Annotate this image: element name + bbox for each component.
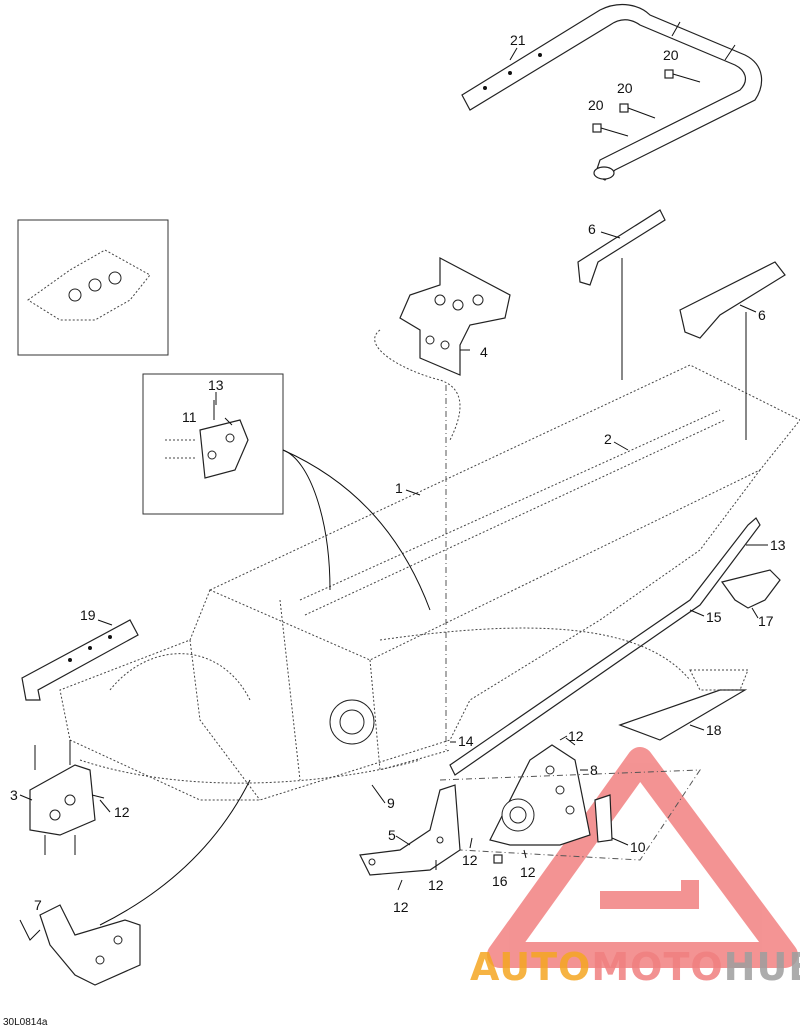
side-plate-5 xyxy=(359,784,461,876)
callout-8: 8 xyxy=(590,762,598,778)
callout-20-b: 20 xyxy=(617,80,633,96)
callout-12-b: 12 xyxy=(114,804,130,820)
callout-labels: 21 20 20 20 6 6 4 13 11 2 1 13 19 17 15 … xyxy=(3,32,786,1028)
callout-4: 4 xyxy=(480,344,488,360)
callout-10: 10 xyxy=(630,839,646,855)
callout-13-b: 13 xyxy=(770,537,786,553)
callout-12-d: 12 xyxy=(520,864,536,880)
callout-12-e: 12 xyxy=(428,877,444,893)
inset-box-reinforcement xyxy=(17,219,169,356)
bolt-20-c xyxy=(592,123,629,137)
callout-16: 16 xyxy=(492,873,508,889)
callout-18: 18 xyxy=(706,722,722,738)
callout-15: 15 xyxy=(706,609,722,625)
callout-21: 21 xyxy=(510,32,526,48)
leader-lines xyxy=(19,47,768,846)
callout-19: 19 xyxy=(80,607,96,623)
callout-9: 9 xyxy=(387,795,395,811)
callout-13-a: 13 xyxy=(208,377,224,393)
hardware-fasteners xyxy=(91,544,760,891)
grab-handle xyxy=(461,3,763,181)
callout-6-a: 6 xyxy=(588,221,596,237)
side-plate-8 xyxy=(489,744,613,846)
callout-17: 17 xyxy=(758,613,774,629)
watermark-moto: MOTO xyxy=(591,945,723,989)
bracket-3 xyxy=(29,740,96,855)
bracket-17 xyxy=(720,569,781,609)
rail-15 xyxy=(449,517,761,776)
watermark-logo xyxy=(487,747,798,968)
callout-20-c: 20 xyxy=(588,97,604,113)
bolt-20-b xyxy=(619,103,656,119)
callout-6-b: 6 xyxy=(758,307,766,323)
callout-12-a: 12 xyxy=(568,728,584,744)
skid-plate-4 xyxy=(399,257,511,376)
drawing-code: 30L0814a xyxy=(3,1017,48,1028)
callout-7: 7 xyxy=(34,897,42,913)
callout-1: 1 xyxy=(395,480,403,496)
callout-2: 2 xyxy=(604,431,612,447)
callout-5: 5 xyxy=(388,827,396,843)
inset-box-bracket xyxy=(142,373,284,515)
support-19 xyxy=(21,619,139,701)
panel-18 xyxy=(379,627,749,741)
bracket-6-a xyxy=(577,209,666,286)
callout-12-c: 12 xyxy=(462,852,478,868)
callout-11: 11 xyxy=(182,409,197,425)
watermark-text: AUTOMOTOHUB xyxy=(470,945,800,989)
bracket-6-b xyxy=(679,261,786,339)
bolt-20-a xyxy=(664,69,701,83)
bracket-7 xyxy=(19,779,251,986)
tunnel-frame xyxy=(59,364,800,801)
callout-14: 14 xyxy=(458,733,474,749)
callout-3: 3 xyxy=(10,787,18,803)
svg-text:AUTOMOTOHUB: AUTOMOTOHUB xyxy=(470,945,800,989)
watermark-hub: HUB xyxy=(724,945,800,989)
callout-20-a: 20 xyxy=(663,47,679,63)
watermark-auto: AUTO xyxy=(470,945,591,989)
callout-12-f: 12 xyxy=(393,899,409,915)
